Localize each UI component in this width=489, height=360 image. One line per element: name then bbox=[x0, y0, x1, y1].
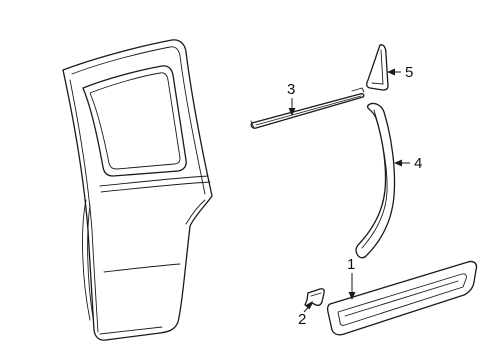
lower-molding bbox=[326, 260, 478, 336]
clip bbox=[304, 288, 325, 308]
callout-4: 4 bbox=[394, 155, 422, 172]
callout-3: 3 bbox=[287, 81, 296, 116]
belt-weatherstrip bbox=[250, 87, 365, 129]
callout-label-5: 5 bbox=[405, 64, 413, 81]
callout-label-4: 4 bbox=[414, 155, 422, 172]
rear-door-shell bbox=[62, 39, 213, 341]
pillar-molding bbox=[355, 102, 396, 259]
callout-1: 1 bbox=[347, 256, 356, 300]
callout-label-1: 1 bbox=[347, 256, 355, 273]
upper-applique bbox=[366, 44, 389, 91]
callout-5: 5 bbox=[387, 64, 413, 81]
callout-label-3: 3 bbox=[287, 81, 295, 98]
callout-label-2: 2 bbox=[298, 311, 306, 328]
callout-2: 2 bbox=[298, 301, 313, 328]
